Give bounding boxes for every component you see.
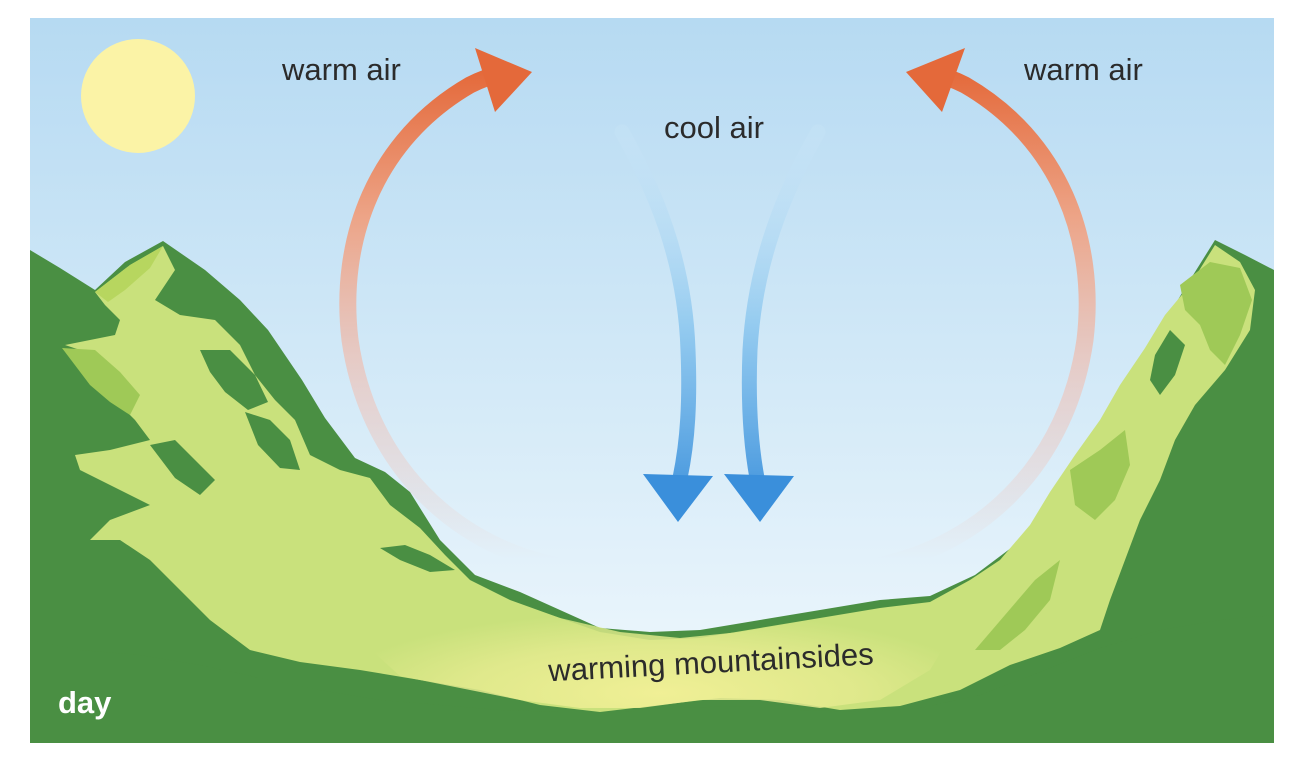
mountainside-left-patch-2 <box>200 350 268 410</box>
sun-icon <box>81 39 195 153</box>
cool-air-label: cool air <box>664 110 764 145</box>
valley-glow <box>360 560 960 708</box>
mountainside-left-ridge <box>95 246 163 302</box>
warm-air-arrowhead-right <box>906 48 965 112</box>
mountainside-left-patch-3 <box>245 412 300 470</box>
cool-air-arrowhead-left <box>643 474 713 522</box>
cool-air-arrow-left <box>614 124 713 522</box>
cool-air-arrow-icon <box>741 124 826 486</box>
warm-air-arrow-icon <box>801 65 1096 581</box>
mountains-foreground <box>30 615 1274 743</box>
mountainside-left-patch-1 <box>62 348 140 415</box>
mountainside-right-patch-4 <box>1150 330 1185 395</box>
warm-air-arrowhead-left <box>475 48 532 112</box>
cool-air-arrowhead-right <box>724 474 794 522</box>
warm-air-arrow-icon <box>339 65 634 581</box>
mountainside-left-patch-5 <box>380 545 455 572</box>
cool-air-arrow-icon <box>614 124 697 486</box>
warm-air-label-left: warm air <box>281 52 401 87</box>
warm-air-arrow-left <box>339 48 634 581</box>
mountainside-right-patch-2 <box>1070 430 1130 520</box>
mountainside-right-patch-3 <box>975 560 1060 650</box>
mountainside-right-patch-1 <box>1180 262 1252 365</box>
mountainside-left-light <box>65 245 1255 712</box>
warm-air-arrow-right <box>801 48 1096 581</box>
cool-air-arrow-right <box>724 124 826 522</box>
mountainside-left-patch-4 <box>150 440 215 495</box>
time-of-day-label: day <box>58 685 112 720</box>
warm-air-label-right: warm air <box>1023 52 1143 87</box>
